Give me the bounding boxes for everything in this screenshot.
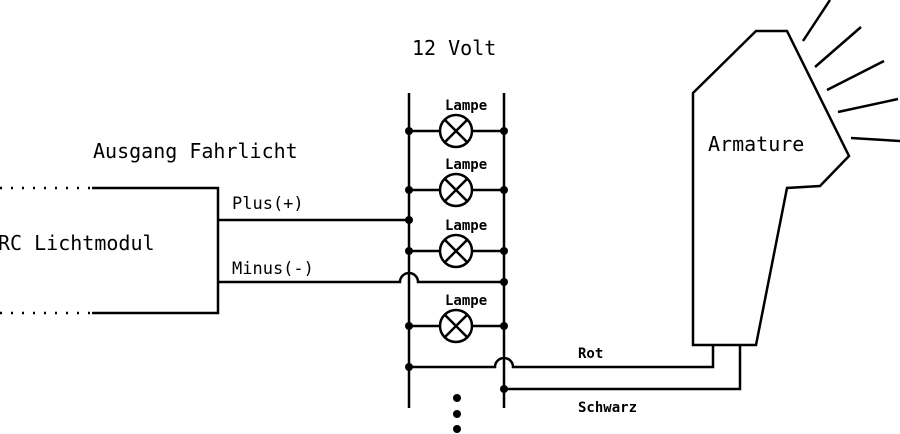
light-rays-icon	[801, 0, 900, 143]
lamp-label: Lampe	[445, 157, 487, 173]
junction-dots	[405, 127, 508, 393]
minus-label: Minus(-)	[232, 259, 314, 279]
voltage-title: 12 Volt	[412, 36, 496, 60]
lamp-3: Lampe	[409, 218, 504, 269]
lamp-label: Lampe	[445, 293, 487, 309]
red-wire-label: Rot	[578, 346, 603, 362]
continuation-dots	[453, 394, 461, 433]
lamp-2: Lampe	[409, 157, 504, 208]
output-label: Ausgang Fahrlicht	[93, 139, 298, 163]
lamp-label: Lampe	[445, 98, 487, 114]
red-wire	[409, 345, 715, 369]
black-wire-label: Schwarz	[578, 400, 637, 416]
module-label: RC Lichtmodul	[0, 231, 155, 255]
plus-label: Plus(+)	[232, 194, 304, 214]
lamp-label: Lampe	[445, 218, 487, 234]
lamp-4: Lampe	[409, 293, 504, 344]
module-box	[0, 186, 220, 315]
black-wire	[504, 345, 742, 391]
armature-shape: Armature	[691, 29, 851, 347]
armature-label: Armature	[708, 132, 804, 156]
lamp-1: Lampe	[409, 98, 504, 149]
